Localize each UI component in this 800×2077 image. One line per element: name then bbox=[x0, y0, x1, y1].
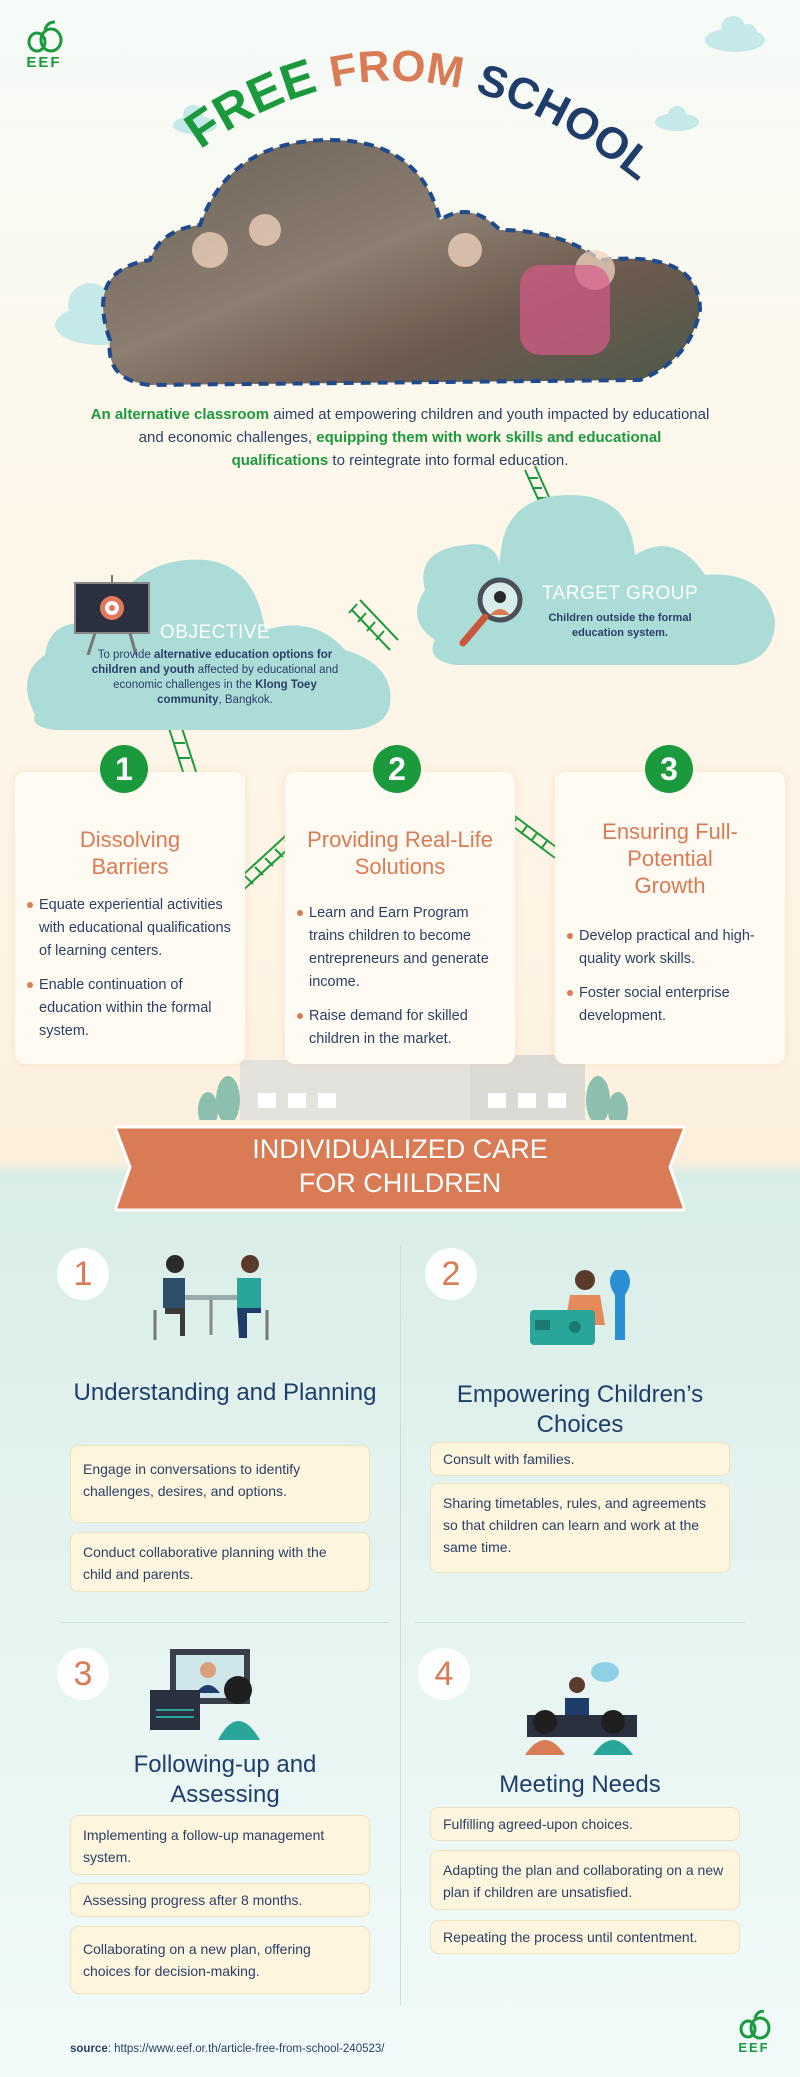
care-step-title: Meeting Needs bbox=[499, 1771, 661, 1798]
care-step-item: Repeating the process until contentment. bbox=[430, 1920, 740, 1954]
care-step-title: Understanding and Planning bbox=[73, 1379, 377, 1406]
target-group-body: Children outside the formal education sy… bbox=[548, 612, 692, 639]
strategy-number-1: 1 bbox=[100, 745, 148, 793]
counseling-meeting-icon bbox=[153, 1255, 269, 1340]
divider-horizontal bbox=[60, 1622, 390, 1623]
objective-body: To provide alternative education options… bbox=[91, 649, 339, 706]
video-call-monitor-icon bbox=[150, 1649, 260, 1740]
strategy-bullet: Foster social enterprise development. bbox=[567, 982, 773, 1028]
care-step-item: Engage in conversations to identify chal… bbox=[70, 1445, 370, 1523]
care-step-item: Conduct collaborative planning with the … bbox=[70, 1532, 370, 1592]
strategy-card-2: Providing Real-Life Solutions Learn and … bbox=[285, 772, 515, 1064]
care-step-item: Assessing progress after 8 months. bbox=[70, 1883, 370, 1917]
care-step-item: Consult with families. bbox=[430, 1442, 730, 1476]
care-step-item: Adapting the plan and collaborating on a… bbox=[430, 1850, 740, 1910]
eef-logo: EEF bbox=[25, 20, 63, 71]
eef-butterfly-icon bbox=[27, 20, 63, 53]
strategy-title: Dissolving Barriers bbox=[79, 827, 181, 879]
eef-butterfly-icon bbox=[739, 2010, 771, 2040]
care-step-item: Fulfilling agreed-upon choices. bbox=[430, 1807, 740, 1841]
target-group-cloud bbox=[417, 495, 775, 665]
strategy-card-1: Dissolving Barriers Equate experiential … bbox=[15, 772, 245, 1064]
care-step-title: Following-up and Assessing bbox=[133, 1751, 317, 1808]
care-step-number-4: 4 bbox=[418, 1648, 470, 1700]
strategy-number-2: 2 bbox=[373, 745, 421, 793]
strategy-bullet: Equate experiential activities with educ… bbox=[27, 894, 233, 963]
target-group-title: TARGET GROUP bbox=[541, 583, 699, 604]
care-step-number-1: 1 bbox=[57, 1248, 109, 1300]
divider-vertical bbox=[400, 1245, 401, 2005]
care-step-item: Sharing timetables, rules, and agreement… bbox=[430, 1483, 730, 1573]
divider-horizontal bbox=[415, 1622, 745, 1623]
tree-icon bbox=[198, 1076, 628, 1120]
strategy-card-3: Ensuring Full-Potential Growth Develop p… bbox=[555, 772, 785, 1064]
target-group: TARGET GROUP Children outside the formal… bbox=[530, 583, 710, 641]
ribbon-shape bbox=[115, 1125, 685, 1212]
hero: FREEFROMSCHOOL bbox=[101, 41, 703, 388]
intro-text: An alternative classroom aimed at empowe… bbox=[90, 406, 710, 469]
care-step-number-3: 3 bbox=[57, 1648, 109, 1700]
care-step-item: Implementing a follow-up management syst… bbox=[70, 1815, 370, 1875]
target-board-icon bbox=[74, 575, 150, 655]
objective-title: OBJECTIVE bbox=[160, 622, 271, 643]
care-step-number-2: 2 bbox=[425, 1248, 477, 1300]
strategy-bullet: Enable continuation of education within … bbox=[27, 974, 233, 1043]
objective: OBJECTIVE To provide alternative educati… bbox=[90, 622, 340, 708]
strategy-bullet: Learn and Earn Program trains children t… bbox=[297, 902, 503, 994]
source-link[interactable]: : https://www.eef.or.th/article-free-fro… bbox=[107, 2043, 385, 2055]
eef-logo-footer: EEF bbox=[737, 2010, 771, 2055]
magnifier-person-icon bbox=[459, 577, 523, 647]
strategy-title: Ensuring Full-Potential Growth bbox=[602, 819, 738, 898]
care-step-title: Empowering Children’s Choices bbox=[456, 1381, 704, 1438]
strategy-title: Providing Real-Life Solutions bbox=[307, 827, 493, 879]
sewing-machine-icon bbox=[530, 1270, 630, 1345]
group-discussion-icon bbox=[525, 1662, 637, 1755]
strategy-bullet: Develop practical and high-quality work … bbox=[567, 925, 773, 971]
strategy-bullet: Raise demand for skilled children in the… bbox=[297, 1005, 503, 1051]
source-citation: source: https://www.eef.or.th/article-fr… bbox=[70, 2043, 385, 2055]
ladder-icon bbox=[159, 465, 563, 894]
care-step-item: Collaborating on a new plan, offering ch… bbox=[70, 1926, 370, 1994]
strategy-number-3: 3 bbox=[645, 745, 693, 793]
